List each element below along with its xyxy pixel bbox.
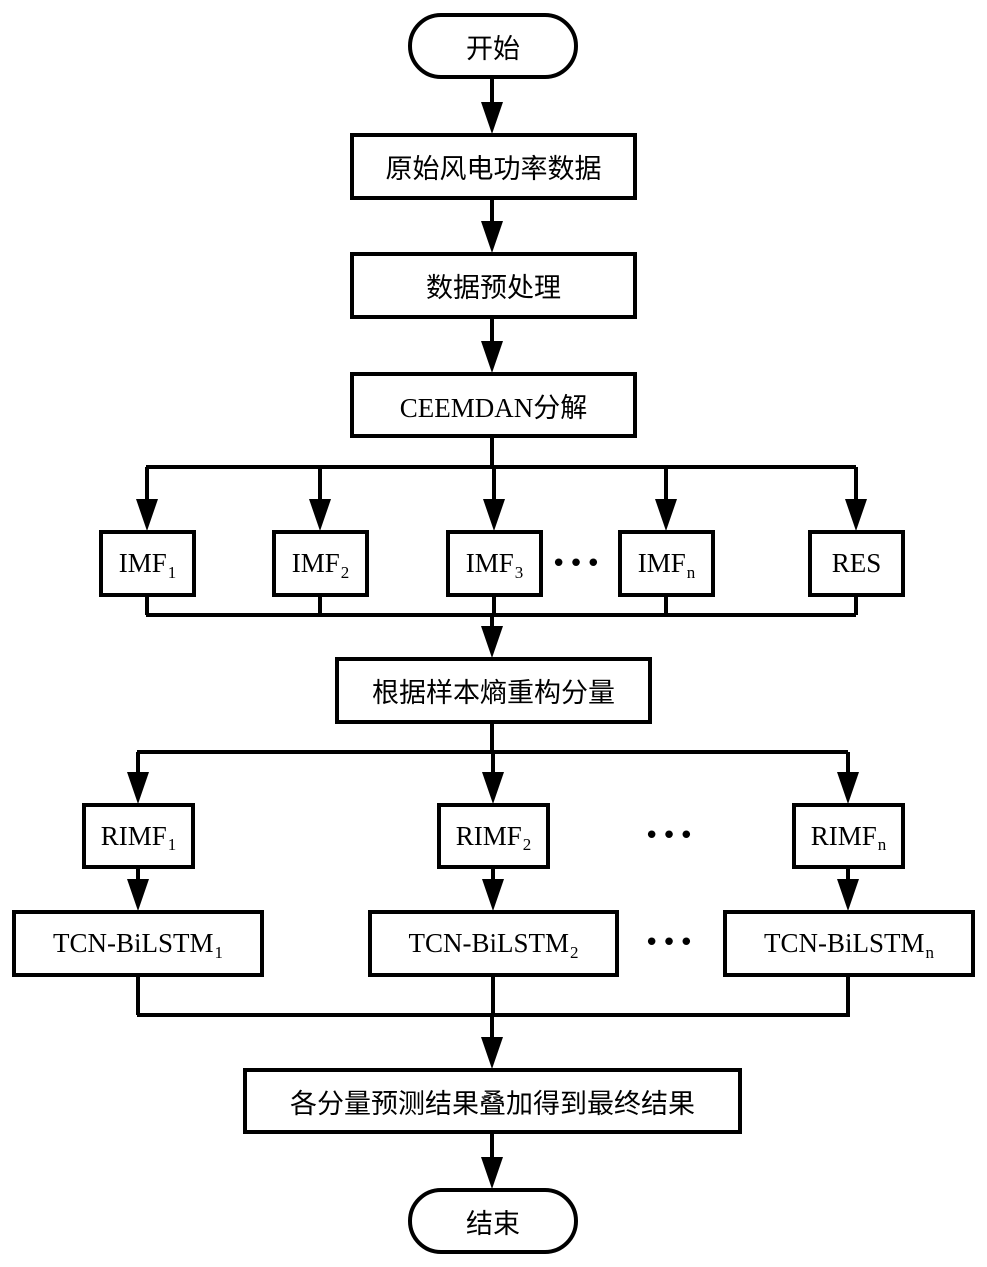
- arrow-preprocess-to-ceemdan-head: [481, 341, 503, 373]
- arrow-to-imf-3-head: [483, 499, 505, 531]
- arrow-to-reconstruct-head: [481, 626, 503, 658]
- rimf-1-subscript: 1: [167, 835, 177, 854]
- arrow-rimf-to-tcn-3-head: [837, 879, 859, 911]
- rimf-1-label: RIMF: [100, 820, 167, 851]
- arrow-to-imf-4-head: [655, 499, 677, 531]
- data-preprocessing-step: 数据预处理: [350, 252, 637, 319]
- arrow-rimf-to-tcn-1-head: [127, 879, 149, 911]
- arrow-raw-to-preprocess-head: [481, 221, 503, 253]
- start-terminal: 开始: [408, 13, 578, 79]
- tcn-bilstm-2-label: TCN-BiLSTM: [408, 928, 569, 958]
- sample-entropy-reconstruct-label: 根据样本熵重构分量: [372, 678, 615, 708]
- arrow-to-rimf-2-head: [482, 772, 504, 804]
- tcn-bilstm-1-subscript: 1: [214, 942, 224, 962]
- imf-ellipsis: •••: [551, 549, 604, 579]
- rimf-n-label: RIMF: [810, 820, 877, 851]
- rimf-n-subscript: n: [877, 835, 887, 854]
- arrow-to-rimf-3-head: [837, 772, 859, 804]
- imf-1-subscript: 1: [167, 562, 177, 582]
- model-ellipsis: •••: [644, 928, 697, 958]
- data-preprocessing-label: 数据预处理: [426, 273, 561, 303]
- res-label: RES: [831, 548, 882, 578]
- imf-2-subscript: 2: [340, 562, 350, 582]
- ceemdan-decomposition-label: CEEMDAN分解: [399, 392, 588, 423]
- arrow-to-imf-1-head: [136, 499, 158, 531]
- rimf-ellipsis: •••: [644, 821, 697, 851]
- tcn-bilstm-n-label: TCN-BiLSTM: [763, 928, 925, 958]
- tcn-bilstm-2-subscript: 2: [570, 942, 579, 962]
- end-label: 结束: [466, 1208, 520, 1239]
- tcn-bilstm-n-subscript: n: [925, 942, 935, 962]
- rimf-2-label: RIMF: [455, 820, 522, 851]
- arrow-rimf-to-tcn-2-head: [482, 879, 504, 911]
- imf-n-subscript: n: [686, 562, 696, 582]
- raw-wind-power-data-label: 原始风电功率数据: [385, 154, 602, 184]
- arrow-to-imf-5-head: [845, 499, 867, 531]
- raw-wind-power-data-step: 原始风电功率数据: [350, 133, 637, 200]
- arrow-to-rimf-1-head: [127, 772, 149, 804]
- arrow-aggregate-to-end-head: [481, 1157, 503, 1189]
- imf-n-label: IMF: [637, 548, 686, 578]
- imf-3-subscript: 3: [514, 562, 524, 582]
- imf-2-label: IMF: [291, 548, 340, 578]
- aggregate-results-step: 各分量预测结果叠加得到最终结果: [243, 1068, 742, 1134]
- res-box: RES: [808, 530, 905, 597]
- sample-entropy-reconstruct-step: 根据样本熵重构分量: [335, 657, 652, 724]
- aggregate-results-label: 各分量预测结果叠加得到最终结果: [290, 1088, 695, 1119]
- arrow-to-aggregate-head: [481, 1037, 503, 1069]
- arrow-start-to-raw-head: [481, 102, 503, 134]
- ceemdan-decomposition-step: CEEMDAN分解: [350, 372, 637, 438]
- imf-3-label: IMF: [465, 548, 514, 578]
- end-terminal: 结束: [408, 1188, 578, 1254]
- arrow-to-imf-2-head: [309, 499, 331, 531]
- tcn-bilstm-1-label: TCN-BiLSTM: [52, 928, 214, 958]
- start-label: 开始: [466, 33, 520, 64]
- rimf-2-subscript: 2: [522, 835, 532, 854]
- imf-1-label: IMF: [118, 548, 167, 578]
